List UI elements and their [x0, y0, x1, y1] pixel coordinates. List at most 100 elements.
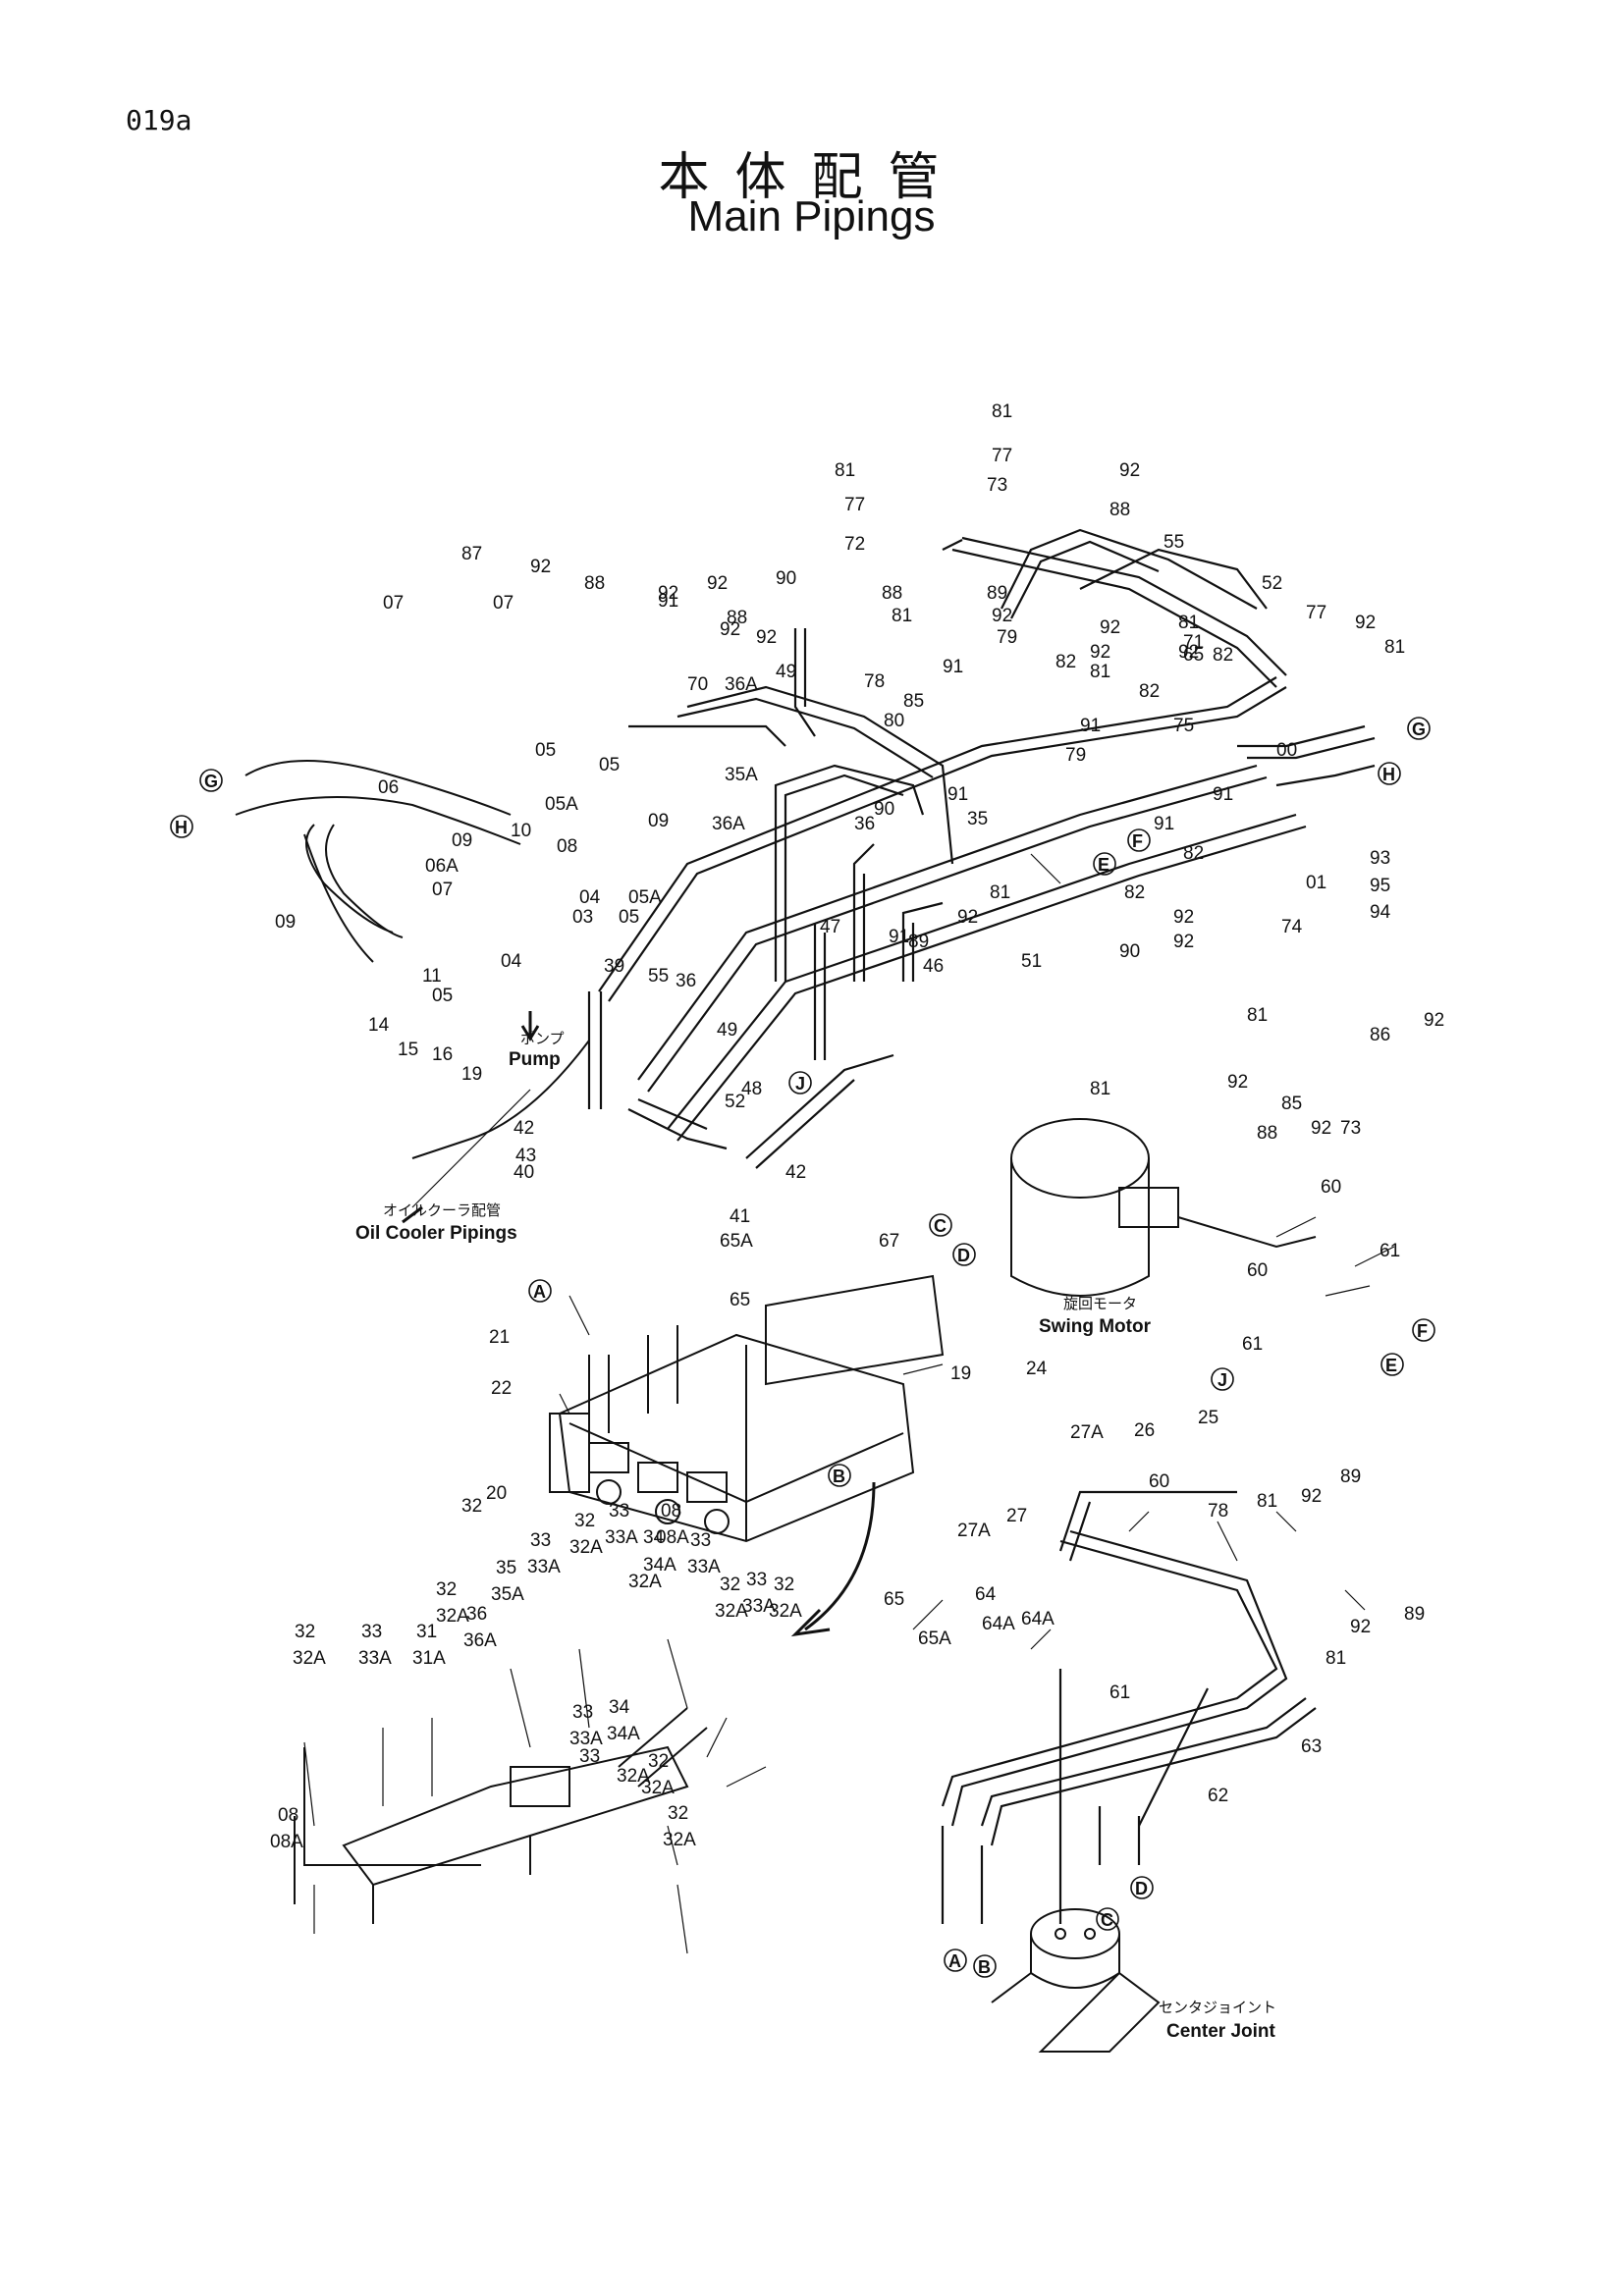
part-label: 03 — [572, 907, 593, 928]
part-label: 35A — [725, 765, 758, 785]
svg-text:J: J — [795, 1074, 805, 1094]
part-label: 05A — [545, 794, 578, 815]
connection-marker-f2: F — [1412, 1318, 1435, 1342]
part-label: 91 — [889, 927, 909, 947]
part-label: 32A — [663, 1830, 696, 1850]
part-label: 19 — [461, 1064, 482, 1085]
part-label: 11 — [422, 966, 442, 987]
part-label: 79 — [997, 627, 1017, 648]
part-label: 41 — [730, 1206, 750, 1227]
part-label: 31 — [416, 1622, 437, 1642]
part-label: 08 — [278, 1805, 298, 1826]
svg-text:F: F — [1417, 1321, 1428, 1341]
part-label: 32A — [617, 1766, 650, 1787]
part-label: 00 — [1276, 740, 1297, 761]
hose-lines — [235, 760, 590, 1159]
part-label: 33 — [361, 1622, 382, 1642]
center-joint-caption-jp: センタジョイント — [1159, 1999, 1276, 2016]
part-label: 51 — [1021, 951, 1042, 972]
part-label: 92 — [530, 557, 551, 577]
part-label: 92 — [707, 573, 728, 594]
part-label: 33A — [605, 1527, 638, 1548]
part-label: 90 — [874, 799, 894, 820]
part-label: 88 — [1109, 500, 1130, 520]
part-label: 32A — [641, 1778, 675, 1798]
part-label: 89 — [1404, 1604, 1425, 1625]
part-label: 35 — [496, 1558, 516, 1578]
main-pipe-lines — [587, 528, 1376, 1169]
swing-motor — [1010, 1118, 1317, 1297]
connection-marker-h2: H — [1378, 762, 1401, 785]
part-label: 81 — [835, 460, 855, 481]
part-label: 16 — [432, 1044, 453, 1065]
part-label: 32A — [436, 1606, 469, 1627]
part-label: 05 — [432, 986, 453, 1006]
connection-markers: G H G H E F J A C D B J F E D C A B — [170, 717, 1435, 1978]
part-label: 36 — [676, 971, 696, 991]
connection-marker-c1: C — [929, 1213, 952, 1237]
part-label: 92 — [1119, 460, 1140, 481]
part-label: 52 — [725, 1092, 745, 1112]
part-label: 08A — [270, 1832, 303, 1852]
part-label: 33A — [358, 1648, 392, 1669]
svg-text:E: E — [1098, 855, 1109, 875]
captions: オイルクーラ配管 Oil Cooler Pipings ポンプ Pump 旋回モ… — [355, 1030, 1276, 2042]
svg-text:J: J — [1217, 1370, 1227, 1390]
part-label: 89 — [987, 583, 1007, 604]
part-label: 78 — [864, 671, 885, 692]
part-label: 32 — [436, 1579, 457, 1600]
part-label: 47 — [820, 917, 840, 937]
svg-text:D: D — [957, 1246, 970, 1265]
part-label: 79 — [1065, 745, 1086, 766]
part-label: 36 — [854, 814, 875, 834]
part-label: 19 — [950, 1363, 971, 1384]
part-label: 82 — [1139, 681, 1160, 702]
connection-marker-f1: F — [1127, 828, 1151, 852]
part-label: 35 — [967, 809, 988, 829]
part-label: 60 — [1321, 1177, 1341, 1198]
part-label: 87 — [461, 544, 482, 564]
connection-marker-b1: B — [828, 1464, 851, 1487]
part-label: 36A — [712, 814, 745, 834]
part-label: 06 — [378, 777, 399, 798]
plate-assembly — [294, 1707, 708, 1924]
part-label: 81 — [892, 606, 912, 626]
part-label: 77 — [1306, 603, 1326, 623]
part-label: 08 — [661, 1501, 681, 1522]
part-label: 61 — [1380, 1241, 1400, 1261]
connection-marker-d2: D — [1130, 1876, 1154, 1899]
part-label: 88 — [1257, 1123, 1277, 1144]
part-label: 60 — [1247, 1260, 1268, 1281]
part-label: 32A — [769, 1601, 802, 1622]
center-joint-caption: Center Joint — [1166, 2021, 1276, 2042]
part-label: 15 — [398, 1040, 418, 1060]
part-label: 32 — [648, 1751, 669, 1772]
part-label: 35A — [491, 1584, 524, 1605]
svg-text:G: G — [204, 772, 218, 791]
part-label: 88 — [727, 608, 747, 628]
connection-marker-j2: J — [1211, 1367, 1234, 1391]
part-label: 05 — [535, 740, 556, 761]
part-label: 32 — [574, 1511, 595, 1531]
swing-motor-caption-jp: 旋回モータ — [1063, 1295, 1137, 1312]
part-label: 81 — [992, 401, 1012, 422]
part-label: 93 — [1370, 848, 1390, 869]
part-label: 26 — [1134, 1420, 1155, 1441]
part-label: 33A — [742, 1596, 776, 1617]
part-label: 89 — [908, 932, 929, 952]
connection-marker-h1: H — [170, 815, 193, 838]
part-label: 82 — [1055, 652, 1076, 672]
part-label: 04 — [579, 887, 601, 908]
part-label: 27A — [1070, 1422, 1104, 1443]
part-label: 43 — [515, 1146, 536, 1166]
part-label: 80 — [884, 711, 904, 731]
part-label: 92 — [1350, 1617, 1371, 1637]
part-label: 91 — [947, 784, 968, 805]
page-title: Main Pipings — [687, 192, 936, 240]
part-label: 04 — [501, 951, 522, 972]
part-label: 27 — [1006, 1506, 1027, 1526]
part-label: 25 — [1198, 1408, 1218, 1428]
part-label: 91 — [1213, 784, 1233, 805]
part-label: 77 — [844, 495, 865, 515]
part-label: 92 — [1355, 613, 1376, 633]
